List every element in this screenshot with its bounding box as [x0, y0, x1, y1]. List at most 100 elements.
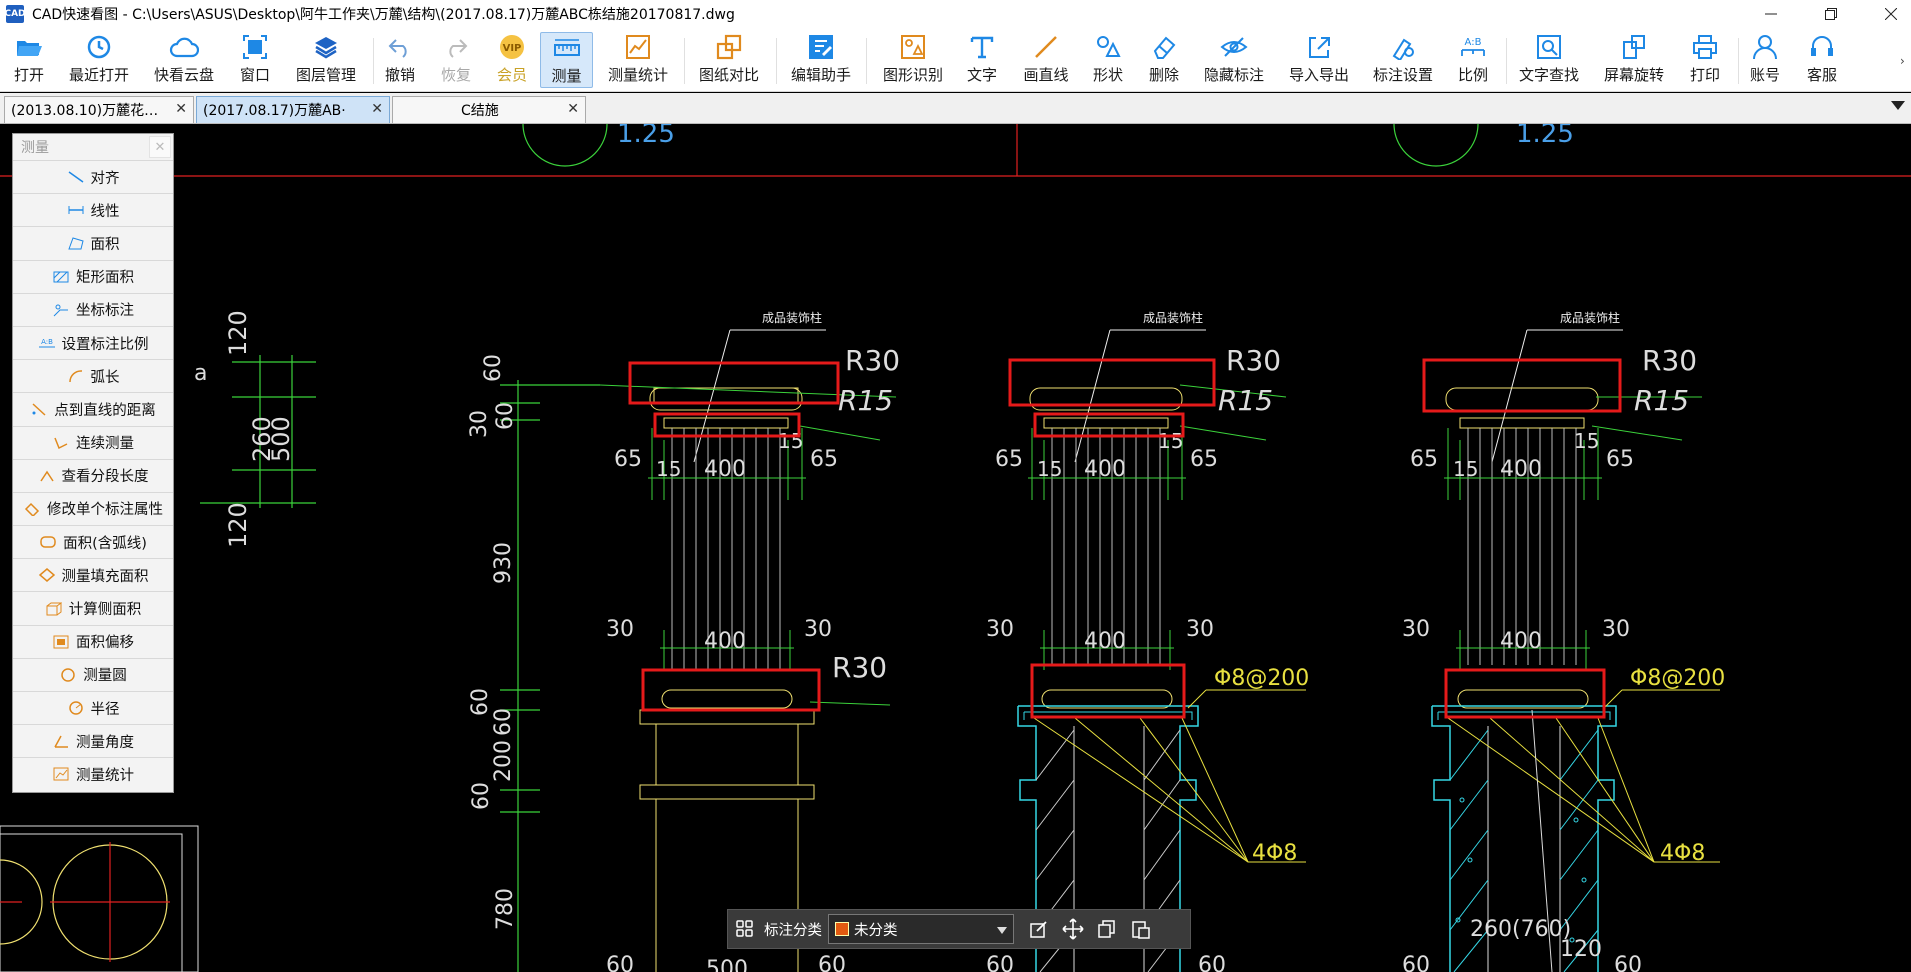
text-search-label: 文字查找: [1518, 66, 1579, 84]
account-button[interactable]: 账号: [1746, 32, 1784, 88]
vip-button[interactable]: VIP 会员: [492, 32, 532, 88]
open-button[interactable]: 打开: [10, 32, 48, 88]
scale-small-icon: A:B: [38, 335, 56, 351]
measure-rect-area-button[interactable]: 矩形面积: [13, 259, 173, 293]
import-export-button[interactable]: 导入导出: [1286, 32, 1352, 88]
measure-label: 测量: [551, 67, 582, 85]
scale-label-2: 1.25: [1516, 124, 1574, 149]
measure-set-scale-button[interactable]: A:B 设置标注比例: [13, 325, 173, 359]
toolbar-overflow-icon[interactable]: ›: [1900, 54, 1905, 68]
measure-radius-button[interactable]: 半径: [13, 691, 173, 724]
measure-edit-attribute-button[interactable]: 修改单个标注属性: [13, 491, 173, 525]
grid-icon[interactable]: [728, 912, 762, 946]
app-logo-icon: CAD: [4, 5, 26, 23]
dim-400-t2: 400: [1084, 457, 1126, 482]
dim-500-left: 500: [267, 416, 295, 462]
mark-a: a: [194, 361, 207, 386]
edit-assistant-button[interactable]: 编辑助手: [788, 32, 854, 88]
drawing-canvas[interactable]: 1.25 1.25 120 260 500 120 a: [0, 124, 1911, 972]
close-window-button[interactable]: [1861, 0, 1911, 28]
tab-c-structure[interactable]: C结施 ✕: [392, 96, 586, 123]
column-detail-1: 成品装饰柱: [599, 310, 900, 972]
hide-annotations-button[interactable]: 隐藏标注: [1201, 32, 1267, 88]
measure-button[interactable]: 测量: [540, 32, 593, 88]
dim-400-b2: 400: [1084, 629, 1126, 654]
minimize-button[interactable]: [1741, 0, 1801, 28]
tab-close-icon[interactable]: ✕: [371, 101, 383, 117]
dim-15-r2: 15: [1158, 429, 1183, 453]
copy-icon[interactable]: [1090, 912, 1124, 946]
dim-15-l1: 15: [656, 457, 681, 481]
continuous-measure-icon: [52, 435, 70, 451]
layer-manager-button[interactable]: 图层管理: [293, 32, 359, 88]
move-icon[interactable]: [1056, 912, 1090, 946]
export-icon: [1303, 32, 1335, 62]
measure-segment-length-button[interactable]: 查看分段长度: [13, 458, 173, 492]
measure-linear-button[interactable]: 线性: [13, 193, 173, 226]
tab-doc-2017[interactable]: (2017.08.17)万麓AB· ✕: [196, 96, 390, 123]
measure-area-button[interactable]: 面积: [13, 226, 173, 259]
text-search-button[interactable]: 文字查找: [1516, 32, 1582, 88]
dim-930: 930: [491, 542, 516, 584]
measure-continuous-button[interactable]: 连续测量: [13, 425, 173, 459]
measure-item-label: 半径: [90, 701, 120, 718]
recent-open-button[interactable]: 最近打开: [66, 32, 132, 88]
measure-arc-length-button[interactable]: 弧长: [13, 359, 173, 392]
tab-close-icon[interactable]: ✕: [175, 101, 187, 117]
delete-button[interactable]: 删除: [1145, 32, 1183, 88]
customer-service-button[interactable]: 客服: [1803, 32, 1841, 88]
measure-point-line-button[interactable]: 点到直线的距离: [13, 392, 173, 425]
shape-recognition-button[interactable]: 图形识别: [880, 32, 946, 88]
measure-stats-button[interactable]: 测量统计: [605, 32, 671, 88]
annotation-toolbar: 标注分类 未分类: [727, 909, 1191, 949]
svg-text:A:B: A:B: [41, 338, 53, 346]
toolbar-separator: [866, 38, 867, 84]
r30-top-1: R30: [845, 344, 900, 377]
r30-top-3: R30: [1642, 344, 1697, 377]
measure-align-button[interactable]: 对齐: [13, 160, 173, 193]
undo-button[interactable]: 撤销: [381, 32, 419, 88]
segment-length-icon: [38, 468, 56, 484]
compare-icon: [713, 32, 745, 62]
screen-rotate-button[interactable]: 屏幕旋转: [1601, 32, 1667, 88]
chevron-down-icon: [997, 927, 1007, 934]
measure-statistics-button[interactable]: 测量统计: [13, 757, 173, 790]
measure-circle-button[interactable]: 测量圆: [13, 657, 173, 691]
restore-button[interactable]: [1801, 0, 1861, 28]
draw-line-button[interactable]: 画直线: [1021, 32, 1071, 88]
dim-30-a: 30: [467, 410, 492, 438]
scale-button[interactable]: A:B 比例: [1453, 32, 1493, 88]
statistics-icon: [52, 766, 70, 782]
measure-fill-area-button[interactable]: 测量填充面积: [13, 558, 173, 591]
cloud-drive-button[interactable]: 快看云盘: [151, 32, 217, 88]
redo-button[interactable]: 恢复: [437, 32, 475, 88]
print-button[interactable]: 打印: [1686, 32, 1724, 88]
annotation-category-select[interactable]: 未分类: [828, 914, 1014, 944]
measure-coordinate-button[interactable]: 坐标标注: [13, 292, 173, 326]
main-rebar-label-3: 4Φ8: [1660, 841, 1705, 866]
measure-item-label: 坐标标注: [76, 303, 134, 320]
dim-60-c: 60: [468, 688, 493, 716]
edit-annotation-icon[interactable]: [1022, 912, 1056, 946]
measure-side-area-button[interactable]: 计算侧面积: [13, 591, 173, 624]
tab-close-icon[interactable]: ✕: [567, 101, 579, 117]
measure-arc-area-button[interactable]: 面积(含弧线): [13, 525, 173, 558]
annotation-settings-button[interactable]: 标注设置: [1370, 32, 1436, 88]
measure-area-offset-button[interactable]: 面积偏移: [13, 624, 173, 658]
close-icon[interactable]: ✕: [149, 136, 171, 158]
dim-15-l2: 15: [1037, 457, 1062, 481]
paste-icon[interactable]: [1124, 912, 1158, 946]
text-button[interactable]: 文字: [963, 32, 1001, 88]
tab-doc-2013[interactable]: (2013.08.10)万麓花… ✕: [4, 96, 194, 123]
tab-list-dropdown-icon[interactable]: [1891, 101, 1905, 110]
dim-30-r3: 30: [1602, 617, 1630, 642]
measure-stats-label: 测量统计: [607, 66, 668, 84]
annotation-settings-label: 标注设置: [1372, 66, 1433, 84]
window-icon: [239, 32, 271, 62]
compare-drawings-button[interactable]: 图纸对比: [696, 32, 762, 88]
measure-angle-button[interactable]: 测量角度: [13, 724, 173, 757]
r15-3: R15: [1634, 384, 1689, 417]
customer-service-label: 客服: [1806, 66, 1837, 84]
shapes-button[interactable]: 形状: [1089, 32, 1127, 88]
window-button[interactable]: 窗口: [236, 32, 274, 88]
